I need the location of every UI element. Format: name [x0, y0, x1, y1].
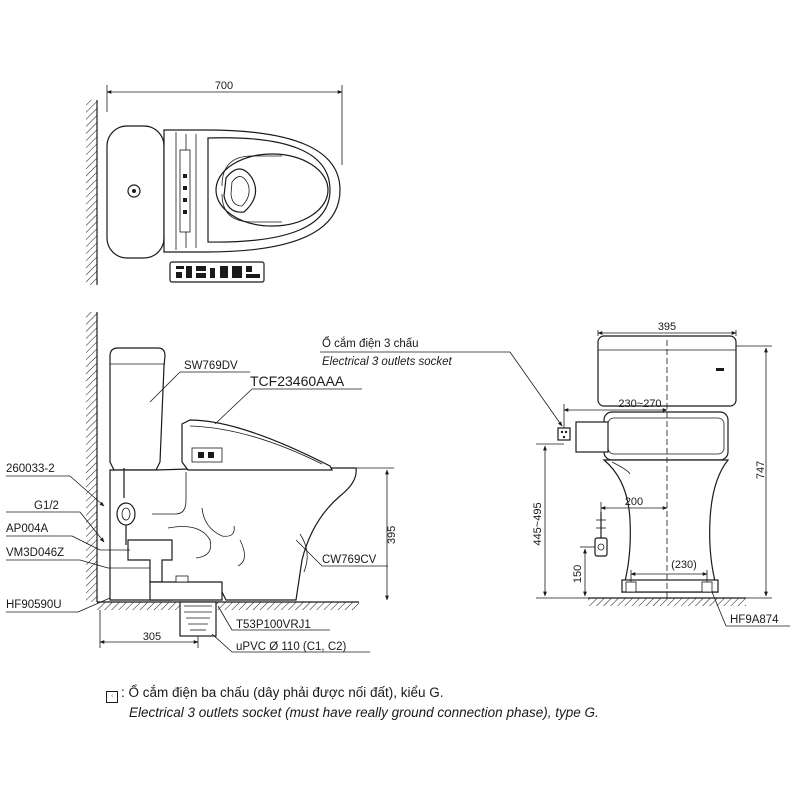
- side-base-block: [149, 581, 223, 601]
- top-water-surface: [223, 168, 257, 213]
- bolt-spacing-label: (230): [671, 559, 697, 571]
- tank-label: SW769DV: [184, 360, 238, 372]
- side-wall-hatch: [86, 312, 97, 602]
- base-label: HF90590U: [6, 599, 62, 611]
- hose-label: AP004A: [6, 523, 49, 535]
- socket-title-vi: Ổ cắm điện 3 chấu: [322, 337, 419, 350]
- water-valve: [116, 502, 136, 526]
- front-width-label: 395: [658, 321, 676, 333]
- front-seat-control: [575, 421, 609, 453]
- bowl-label: CW769CV: [322, 554, 377, 566]
- side-view: 395 305 SW769DV TCF23460AAA 260033-2 G1/…: [6, 312, 398, 653]
- seat-label: TCF23460AAA: [250, 373, 345, 389]
- footnote-vi: : Ổ cắm điện ba chấu (dây phải được nối …: [121, 685, 444, 700]
- rough-in-label: 305: [143, 631, 161, 643]
- bolt-spacing-dimension: (230): [630, 559, 708, 582]
- front-height-label: 747: [755, 461, 767, 479]
- top-wall-hatch: [86, 100, 97, 285]
- side-seat-hinge: [191, 447, 223, 463]
- bowl-height-label: 395: [386, 526, 398, 544]
- socket-title-en: Electrical 3 outlets socket: [322, 356, 453, 368]
- inlet-offset-label: 200: [625, 496, 643, 508]
- socket-offset-label: 230~270: [618, 398, 661, 410]
- bowl-height-dimension: 395: [350, 467, 398, 601]
- remote-control-panel: [169, 261, 265, 283]
- front-bowl: [602, 459, 730, 593]
- valve-label: 260033-2: [6, 463, 55, 475]
- socket-offset-dimension: 230~270: [563, 398, 668, 428]
- side-labels: SW769DV TCF23460AAA 260033-2 G1/2 AP004A…: [6, 360, 388, 653]
- inlet-height-label: 150: [572, 565, 584, 583]
- rough-in-dimension: 305: [99, 610, 199, 648]
- flange-label: VM3D046Z: [6, 547, 64, 559]
- front-base-label: HF9A874: [730, 614, 779, 626]
- inlet-offset-dimension: 200: [600, 496, 668, 512]
- side-tank: [109, 347, 166, 471]
- front-lid: [603, 411, 729, 461]
- top-view: 700: [86, 80, 343, 285]
- side-bowl: [109, 467, 357, 601]
- front-width-dimension: 395: [597, 321, 737, 600]
- top-seat-hinge: [179, 149, 191, 233]
- thread-label: G1/2: [34, 500, 59, 512]
- front-view: Ổ cắm điện 3 chấu Electrical 3 outlets s…: [320, 321, 790, 627]
- top-width-dimension: 700: [106, 80, 343, 165]
- drain-pipe: [179, 601, 217, 637]
- socket-height-label: 445~495: [532, 502, 544, 545]
- front-floor-hatch: [588, 598, 746, 606]
- socket-icon: [557, 427, 571, 441]
- footnote-en: Electrical 3 outlets socket (must have r…: [129, 705, 599, 720]
- socket-icon: ⁖: [106, 691, 118, 703]
- socket-height-dimension: 445~495: [532, 443, 588, 599]
- trap-label: T53P100VRJ1: [236, 619, 311, 631]
- footnote: ⁖: Ổ cắm điện ba chấu (dây phải được nối…: [106, 683, 786, 722]
- top-width-label: 700: [215, 80, 233, 92]
- front-height-dimension: 747: [736, 345, 772, 599]
- pipe-label: uPVC Ø 110 (C1, C2): [236, 641, 347, 653]
- front-right-bolt: [701, 581, 713, 593]
- side-floor-hatch: [97, 602, 359, 610]
- front-left-bolt: [625, 581, 637, 593]
- side-seat: [181, 419, 333, 471]
- inlet-height-dimension: 150: [572, 546, 595, 597]
